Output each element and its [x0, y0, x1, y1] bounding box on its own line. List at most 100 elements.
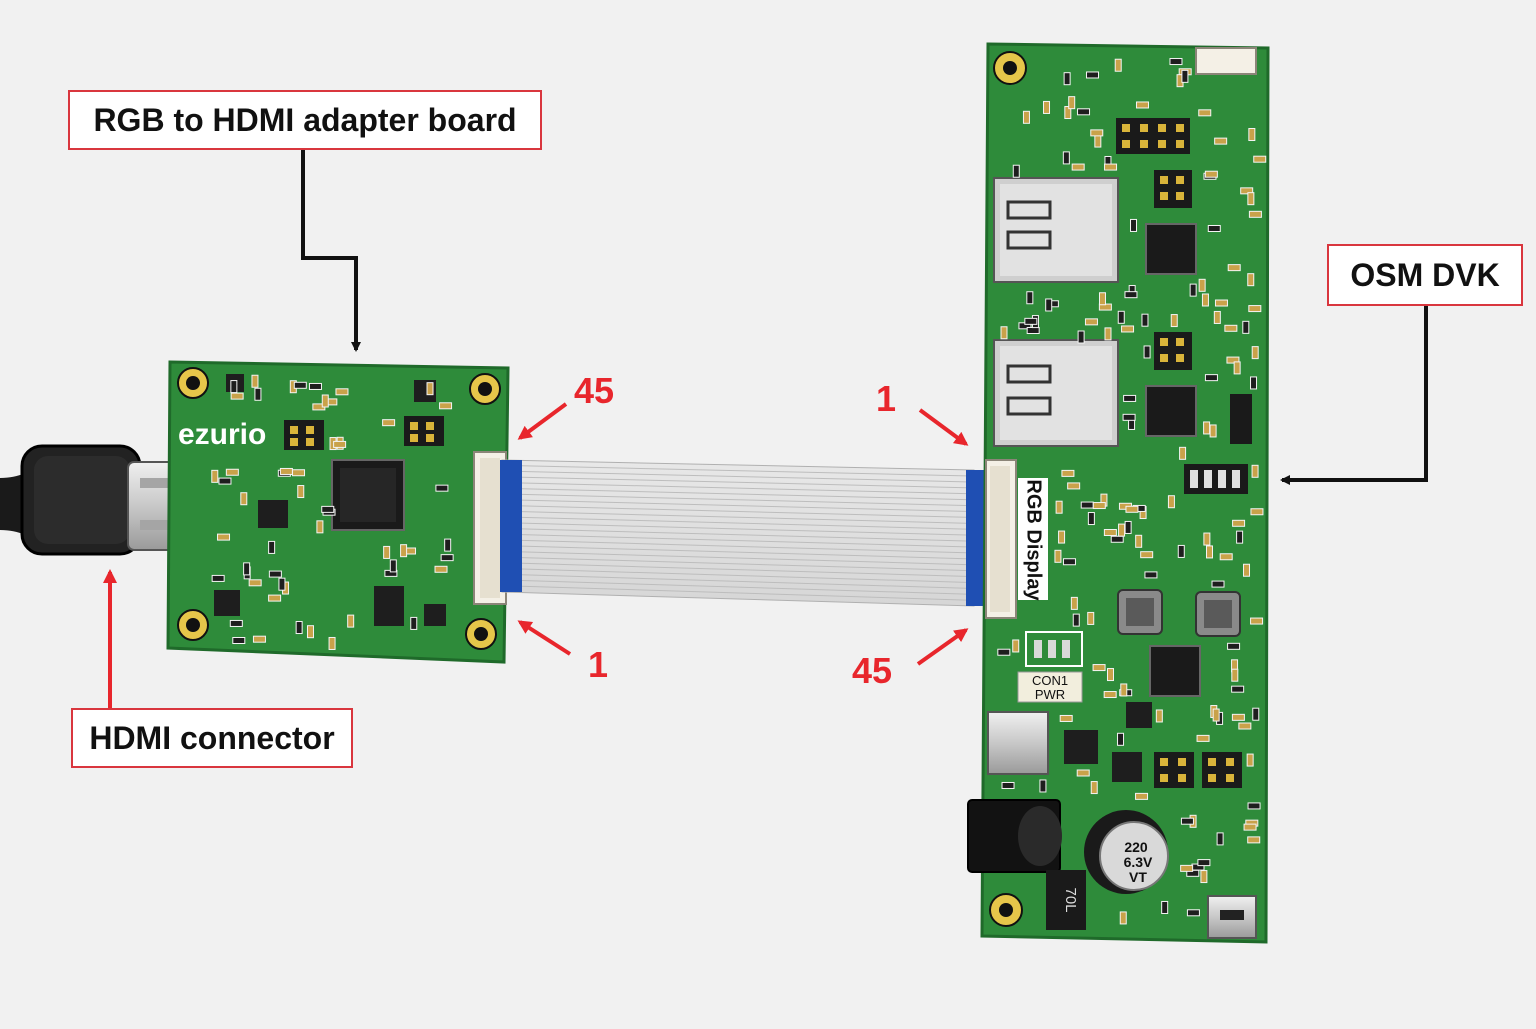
smd-component: [1204, 374, 1218, 382]
inductor-marking: 70L: [1062, 887, 1079, 912]
adapter-main-ic: [331, 459, 405, 531]
ribbon-conductor-line: [521, 528, 967, 542]
smd-component: [1000, 326, 1008, 340]
smd-component: [1180, 817, 1194, 825]
smd-component: [1106, 668, 1114, 682]
ribbon-conductor-line: [521, 470, 967, 483]
smd-component: [1080, 501, 1094, 509]
smd-component: [1214, 137, 1228, 145]
adapter-board-leader-arrow: [301, 150, 361, 352]
smd-component: [279, 467, 293, 475]
smd-component: [240, 492, 248, 506]
smd-component: [1063, 72, 1071, 86]
ffc-ribbon-cable: [500, 459, 988, 607]
ribbon-stiffener-right: [966, 470, 988, 606]
smd-component: [1227, 642, 1241, 650]
adapter-mounting-hole-br: [465, 618, 497, 650]
smd-component: [1001, 781, 1015, 789]
smd-component: [1135, 792, 1149, 800]
adapter-small-ic: [258, 500, 288, 528]
ribbon-conductor-line: [521, 539, 967, 554]
smd-component: [1161, 900, 1169, 914]
smd-component: [1072, 613, 1080, 627]
adapter-mounting-hole-bl: [177, 609, 209, 641]
ethernet-jack-1: [993, 177, 1119, 283]
smd-component: [1240, 187, 1254, 195]
smd-component: [400, 544, 408, 558]
dvk-mounting-hole-bottom: [989, 893, 1023, 927]
smd-component: [1207, 225, 1221, 233]
smd-component: [1200, 870, 1208, 884]
ribbon-conductor-line: [521, 580, 967, 595]
dvk-ic-3: [1149, 645, 1201, 697]
smd-component: [1204, 170, 1218, 178]
adapter-board-callout: RGB to HDMI adapter board: [68, 90, 542, 150]
adapter-passive-components: [211, 374, 454, 650]
smd-component: [1090, 781, 1098, 795]
adapter-mounting-hole-tr: [469, 373, 501, 405]
dvk-pin-header-small: [1154, 170, 1192, 208]
smd-component: [444, 538, 452, 552]
smd-component: [293, 381, 307, 389]
capacitor-value: 220: [1124, 839, 1148, 855]
smd-component: [1250, 617, 1264, 625]
smd-component: [1103, 529, 1117, 537]
smd-component: [1098, 292, 1106, 306]
dvk-pin-header-bottom-left: [1154, 752, 1194, 788]
smd-component: [1189, 283, 1197, 297]
rgb-display-label-plate: [1018, 478, 1048, 600]
power-inductor-2: [1195, 591, 1241, 637]
smd-component: [1077, 108, 1091, 116]
smd-component: [1253, 155, 1267, 163]
ethernet-jack-2: [993, 339, 1119, 447]
dvk-top-ffc-connector: [1195, 47, 1257, 75]
osm-dvk-leader-arrow: [1280, 306, 1428, 485]
dvk-pin-header-top: [1116, 118, 1190, 154]
smd-component: [1117, 732, 1125, 746]
smd-component: [252, 635, 266, 643]
smd-component: [1247, 192, 1255, 206]
smd-component: [1076, 769, 1090, 777]
smd-component: [1135, 534, 1143, 548]
smd-component: [1186, 909, 1200, 917]
smd-component: [1062, 151, 1070, 165]
adapter-board: ezurio: [166, 360, 510, 664]
smd-component: [1206, 545, 1214, 559]
smd-component: [1092, 664, 1106, 672]
dc-barrel-jack: [967, 799, 1062, 873]
smd-component: [1071, 163, 1085, 171]
smd-component: [1141, 313, 1149, 327]
smd-component: [1181, 69, 1189, 83]
smd-component: [426, 382, 434, 396]
smd-component: [1248, 305, 1262, 313]
smd-component: [1246, 753, 1254, 767]
adapter-pin-header-right: [404, 416, 444, 446]
smd-component: [1243, 823, 1257, 831]
adapter-pin-header-left: [284, 420, 324, 450]
smd-component: [1118, 523, 1126, 537]
smd-component: [1077, 330, 1085, 344]
smd-inductor: [1046, 870, 1086, 930]
ribbon-conductor-line: [521, 534, 967, 548]
dvk-small-ic: [1126, 702, 1152, 728]
smd-component: [1120, 683, 1128, 697]
smd-component: [268, 594, 282, 602]
smd-component: [1209, 424, 1217, 438]
smd-component: [1196, 734, 1210, 742]
smd-component: [1231, 713, 1245, 721]
smd-component: [1125, 505, 1139, 513]
smd-component: [435, 484, 449, 492]
capacitor-series: VT: [1129, 869, 1147, 885]
smd-component: [1247, 836, 1261, 844]
smd-component: [268, 570, 282, 578]
smd-component: [328, 636, 336, 650]
smd-component: [1198, 278, 1206, 292]
smd-component: [1248, 210, 1262, 218]
brand-logo: ezurio: [178, 418, 266, 451]
smd-component: [1219, 553, 1233, 561]
smd-component: [230, 392, 244, 400]
smd-component: [1058, 530, 1066, 544]
smd-component: [1180, 864, 1194, 872]
